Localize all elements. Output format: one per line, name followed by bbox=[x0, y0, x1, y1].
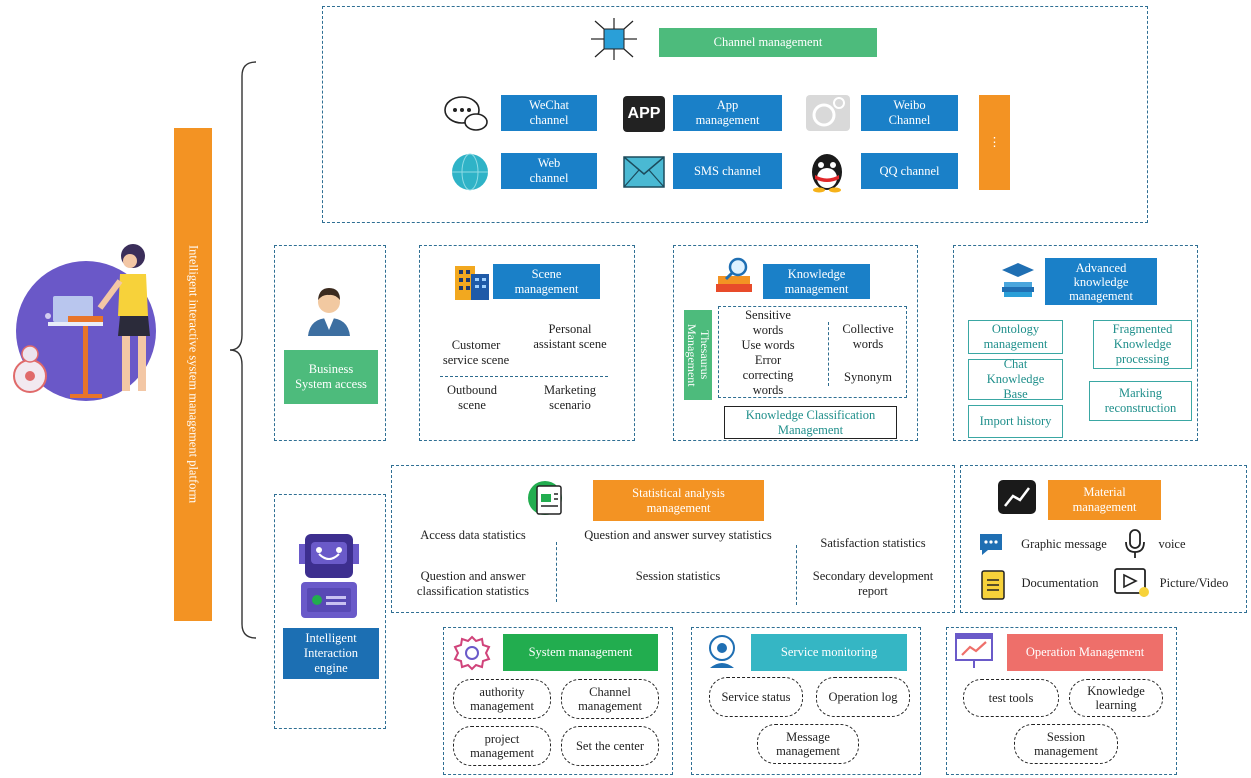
network-hub-icon bbox=[591, 18, 637, 60]
service-monitoring-title: Service monitoring bbox=[751, 634, 907, 671]
channel-management-panel bbox=[322, 6, 1148, 223]
stats-divider-right bbox=[796, 545, 797, 605]
person-at-laptop-illustration bbox=[13, 244, 156, 401]
chat-bubbles-icon bbox=[444, 96, 488, 131]
web-channel-tag: Web channel bbox=[501, 153, 597, 189]
presentation-board-icon bbox=[955, 633, 993, 668]
word-error-correcting: Error correcting words bbox=[742, 353, 794, 397]
webcam-icon bbox=[709, 635, 735, 668]
message-management-pill: Message management bbox=[757, 724, 859, 764]
microphone-icon bbox=[1125, 529, 1145, 558]
app-icon-text: APP bbox=[627, 105, 661, 122]
books-magnifier-icon bbox=[716, 257, 752, 292]
words-divider bbox=[828, 322, 829, 386]
knowledge-classification-box: Knowledge Classification Management bbox=[724, 406, 897, 439]
test-tools-pill: test tools bbox=[963, 679, 1059, 717]
weibo-icon bbox=[806, 95, 850, 131]
scene-item-outbound: Outbound scene bbox=[447, 383, 497, 412]
tablet-chart-icon bbox=[998, 480, 1036, 514]
material-management-title: Material management bbox=[1048, 480, 1161, 520]
qq-channel-tag: QQ channel bbox=[861, 153, 958, 189]
graduation-books-icon bbox=[1002, 263, 1034, 297]
session-management-pill: Session management bbox=[1014, 724, 1118, 764]
word-collective: Collective words bbox=[842, 322, 894, 351]
service-monitoring-panel bbox=[691, 627, 921, 775]
weibo-channel-tag: Weibo Channel bbox=[861, 95, 958, 131]
picture-video-icon bbox=[1114, 568, 1149, 597]
statistical-analysis-title: Statistical analysis management bbox=[593, 480, 764, 521]
businessman-avatar-icon bbox=[302, 279, 356, 336]
gear-icon bbox=[453, 635, 491, 671]
business-access-title: Business System access bbox=[284, 350, 378, 404]
marking-reconstruction-box: Marking reconstruction bbox=[1089, 381, 1192, 421]
robot-computer-icon bbox=[299, 534, 359, 618]
qq-penguin-icon bbox=[812, 154, 842, 193]
intelligent-engine-title: Intelligent Interaction engine bbox=[283, 628, 379, 679]
word-use: Use words bbox=[741, 338, 795, 352]
system-management-panel bbox=[443, 627, 673, 775]
authority-management-pill: authority management bbox=[453, 679, 551, 719]
intelligent-engine-panel bbox=[274, 494, 386, 729]
advanced-knowledge-panel bbox=[953, 245, 1198, 441]
platform-title-label: Intelligent interactive system managemen… bbox=[186, 245, 201, 504]
operation-management-title: Operation Management bbox=[1007, 634, 1163, 671]
channel-management-title: Channel management bbox=[659, 28, 877, 57]
chat-knowledge-box: Chat Knowledge Base bbox=[968, 357, 1063, 401]
project-management-pill: project management bbox=[453, 726, 551, 766]
knowledge-management-title: Knowledge management bbox=[763, 264, 870, 299]
material-documentation: Documentation bbox=[1021, 576, 1099, 590]
stat-qa-survey: Question and answer survey statistics bbox=[584, 528, 772, 542]
scene-divider bbox=[440, 376, 608, 377]
channel-management-pill: Channel management bbox=[561, 679, 659, 719]
material-management-panel bbox=[960, 465, 1247, 613]
service-status-pill: Service status bbox=[709, 677, 803, 717]
globe-icon bbox=[452, 153, 488, 191]
material-voice: voice bbox=[1158, 537, 1186, 551]
app-icon: APP bbox=[623, 96, 665, 132]
system-management-title: System management bbox=[503, 634, 658, 671]
stat-qa-classification: Question and answer classification stati… bbox=[416, 569, 530, 598]
material-graphic-message: Graphic message bbox=[1021, 537, 1107, 551]
building-icon bbox=[455, 266, 489, 300]
thesaurus-management-bar: Thesaurus Management bbox=[684, 310, 712, 400]
scene-item-marketing: Marketing scenario bbox=[543, 383, 597, 412]
statistical-analysis-panel bbox=[391, 465, 955, 613]
document-icon bbox=[981, 570, 1005, 600]
stat-session: Session statistics bbox=[635, 569, 721, 583]
scene-item-customer: Customer service scene bbox=[442, 338, 510, 367]
report-document-icon bbox=[528, 481, 562, 515]
more-channels-tag: ⋮ bbox=[979, 95, 1010, 190]
wechat-channel-tag: WeChat channel bbox=[501, 95, 597, 131]
stats-divider-left bbox=[556, 542, 557, 602]
operation-log-pill: Operation log bbox=[816, 677, 910, 717]
thesaurus-management-label: Thesaurus Management bbox=[685, 323, 712, 387]
stat-secondary-development: Secondary development report bbox=[812, 569, 934, 598]
thesaurus-words-box bbox=[718, 306, 907, 398]
advanced-knowledge-title: Advanced knowledge management bbox=[1045, 258, 1157, 305]
platform-title-bar: Intelligent interactive system managemen… bbox=[174, 128, 212, 621]
scene-item-personal: Personal assistant scene bbox=[533, 322, 607, 351]
knowledge-management-panel bbox=[673, 245, 918, 441]
graphic-message-icon bbox=[980, 534, 1002, 555]
scene-management-title: Scene management bbox=[493, 264, 600, 299]
stat-satisfaction: Satisfaction statistics bbox=[820, 536, 926, 550]
word-sensitive: Sensitive words bbox=[745, 308, 791, 337]
business-access-panel bbox=[274, 245, 386, 441]
knowledge-learning-pill: Knowledge learning bbox=[1069, 679, 1163, 717]
sms-channel-tag: SMS channel bbox=[673, 153, 782, 189]
word-synonym: Synonym bbox=[844, 370, 892, 384]
brace-bracket bbox=[229, 61, 257, 639]
import-history-box: Import history bbox=[968, 405, 1063, 438]
stat-access-data: Access data statistics bbox=[420, 528, 526, 542]
set-the-center-pill: Set the center bbox=[561, 726, 659, 766]
scene-management-panel bbox=[419, 245, 635, 441]
ontology-management-box: Ontology management bbox=[968, 320, 1063, 354]
app-management-tag: App management bbox=[673, 95, 782, 131]
envelope-icon bbox=[623, 156, 665, 188]
fragmented-knowledge-box: Fragmented Knowledge processing bbox=[1093, 320, 1192, 369]
material-picture-video: Picture/Video bbox=[1159, 576, 1229, 590]
operation-management-panel bbox=[946, 627, 1177, 775]
